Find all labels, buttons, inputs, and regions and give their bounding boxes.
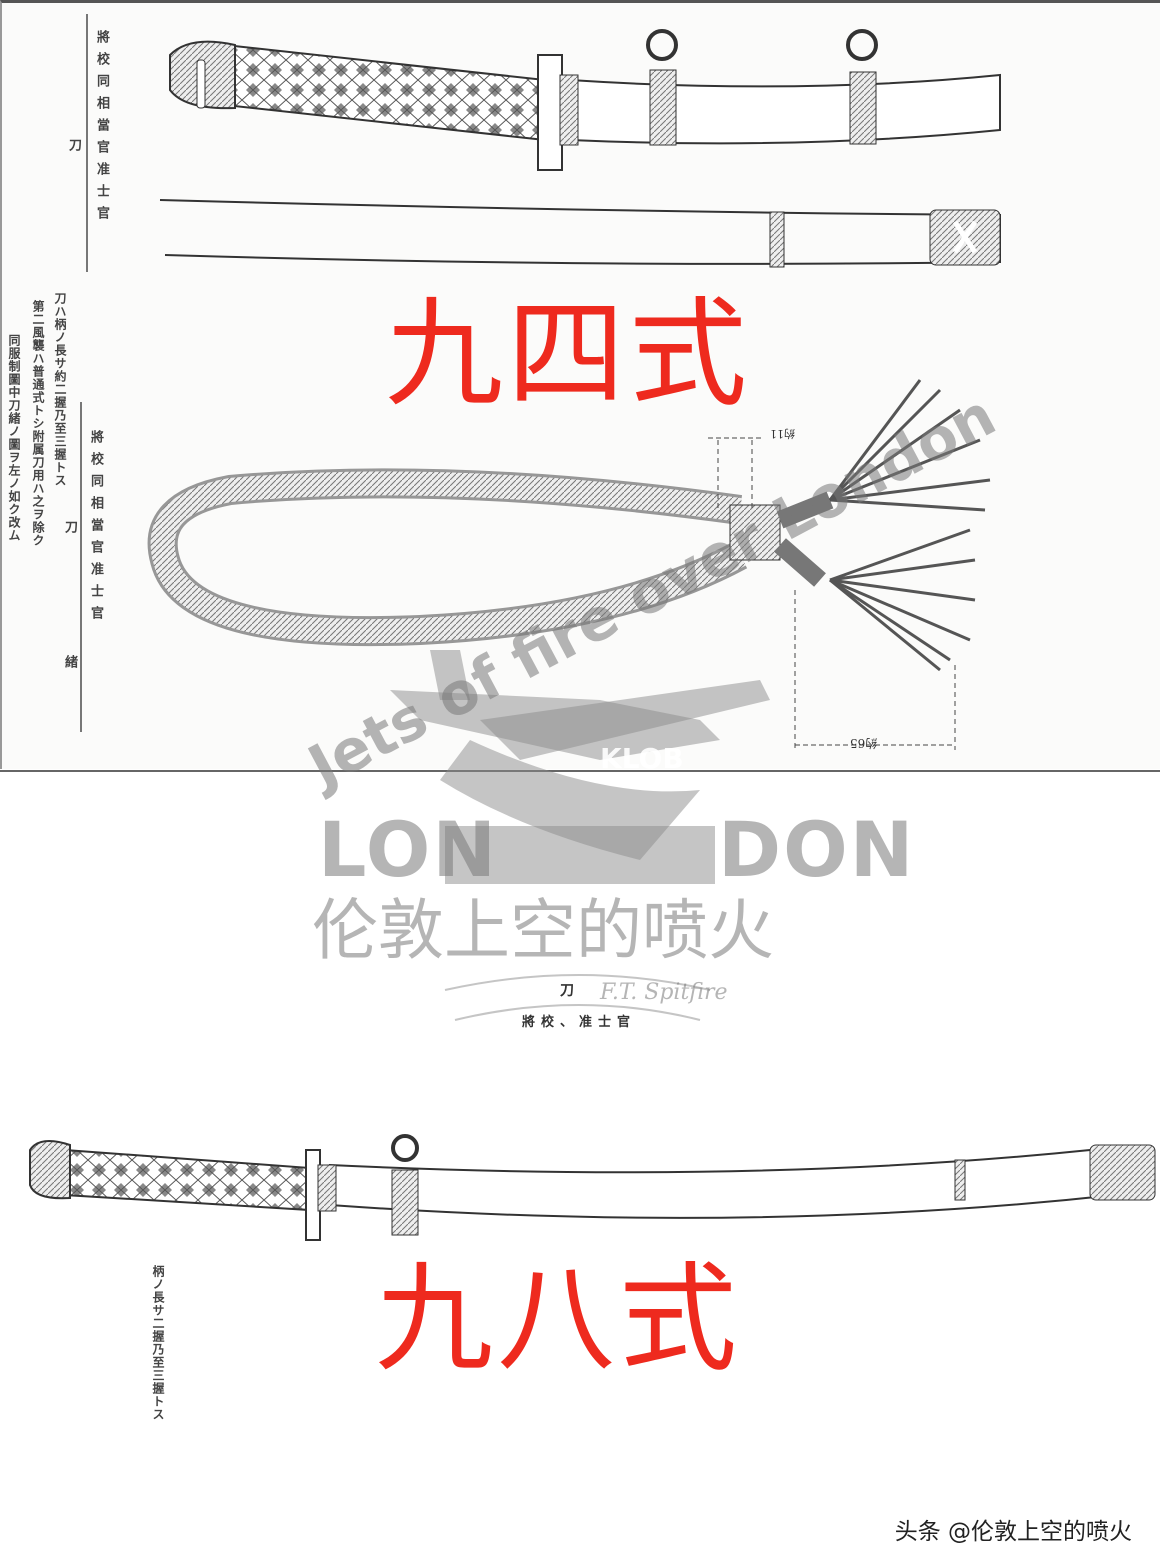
bottom-caption-subtitle: 將校、准士官 xyxy=(522,1015,637,1030)
footer-credit: 头条 @伦敦上空的喷火 xyxy=(894,1519,1132,1545)
watermark-signature: F.T. Spitfire xyxy=(600,980,728,1005)
scabbard xyxy=(329,1148,1117,1219)
hanger-ring xyxy=(391,1134,419,1162)
note-line: 第二風襲ハ普通式トシ附属刀用ハ之ヲ除ク xyxy=(31,300,45,547)
dimension-large: 約65 xyxy=(850,736,878,750)
label-type94: 九四式 xyxy=(385,285,752,423)
hilt-wrap xyxy=(64,1148,311,1212)
habaki xyxy=(317,1164,337,1212)
dimension-small: 約11 xyxy=(770,427,795,440)
cord-caption-suffix: 緒 xyxy=(62,655,77,677)
hanger xyxy=(391,1169,419,1236)
plate-divider xyxy=(0,770,1160,772)
sword-type98 xyxy=(29,1134,1156,1241)
watermark-chinese: 伦敦上空的喷火 xyxy=(312,892,774,969)
label-type98: 九八式 xyxy=(375,1250,742,1388)
pommel xyxy=(29,1140,71,1200)
scabbard-type94 xyxy=(159,199,1001,268)
note-line: 刀ハ柄ノ長サ約二握乃至三握トス xyxy=(53,292,67,487)
pommel-ring xyxy=(196,59,206,109)
chape xyxy=(1089,1144,1156,1201)
note-line: 同服制圖中刀緒ノ圖ヲ左ノ如ク改ム xyxy=(7,334,21,542)
hanger xyxy=(649,69,677,146)
caption-rule xyxy=(86,14,88,272)
watermark-logo-left: LON xyxy=(318,805,498,894)
cord-caption-suffix: 刀 xyxy=(62,520,77,542)
watermark-plane xyxy=(390,650,770,1021)
cord-caption-title: 將校同相當官准士官 xyxy=(88,430,103,628)
sword-knot-cord xyxy=(147,379,991,750)
hanger-ring xyxy=(646,29,678,61)
sword-type94 xyxy=(169,29,1001,171)
habaki xyxy=(559,74,579,146)
caption-rule xyxy=(80,402,82,732)
hanger-ring xyxy=(846,29,878,61)
tsuba xyxy=(537,54,563,171)
hanger xyxy=(849,71,877,145)
sword-caption-title: 將校同相當官准士官 xyxy=(94,30,109,228)
watermark-logo-right: DON xyxy=(718,805,916,894)
hilt-wrap xyxy=(224,43,546,142)
bottom-caption-title: 刀 xyxy=(560,983,574,999)
bottom-note: 柄ノ長サ二握乃至三握トス xyxy=(151,1265,165,1421)
sword-caption-suffix: 刀 xyxy=(66,138,81,160)
scabbard xyxy=(569,73,1001,145)
watermark-plane-code: KLOB xyxy=(600,742,684,775)
